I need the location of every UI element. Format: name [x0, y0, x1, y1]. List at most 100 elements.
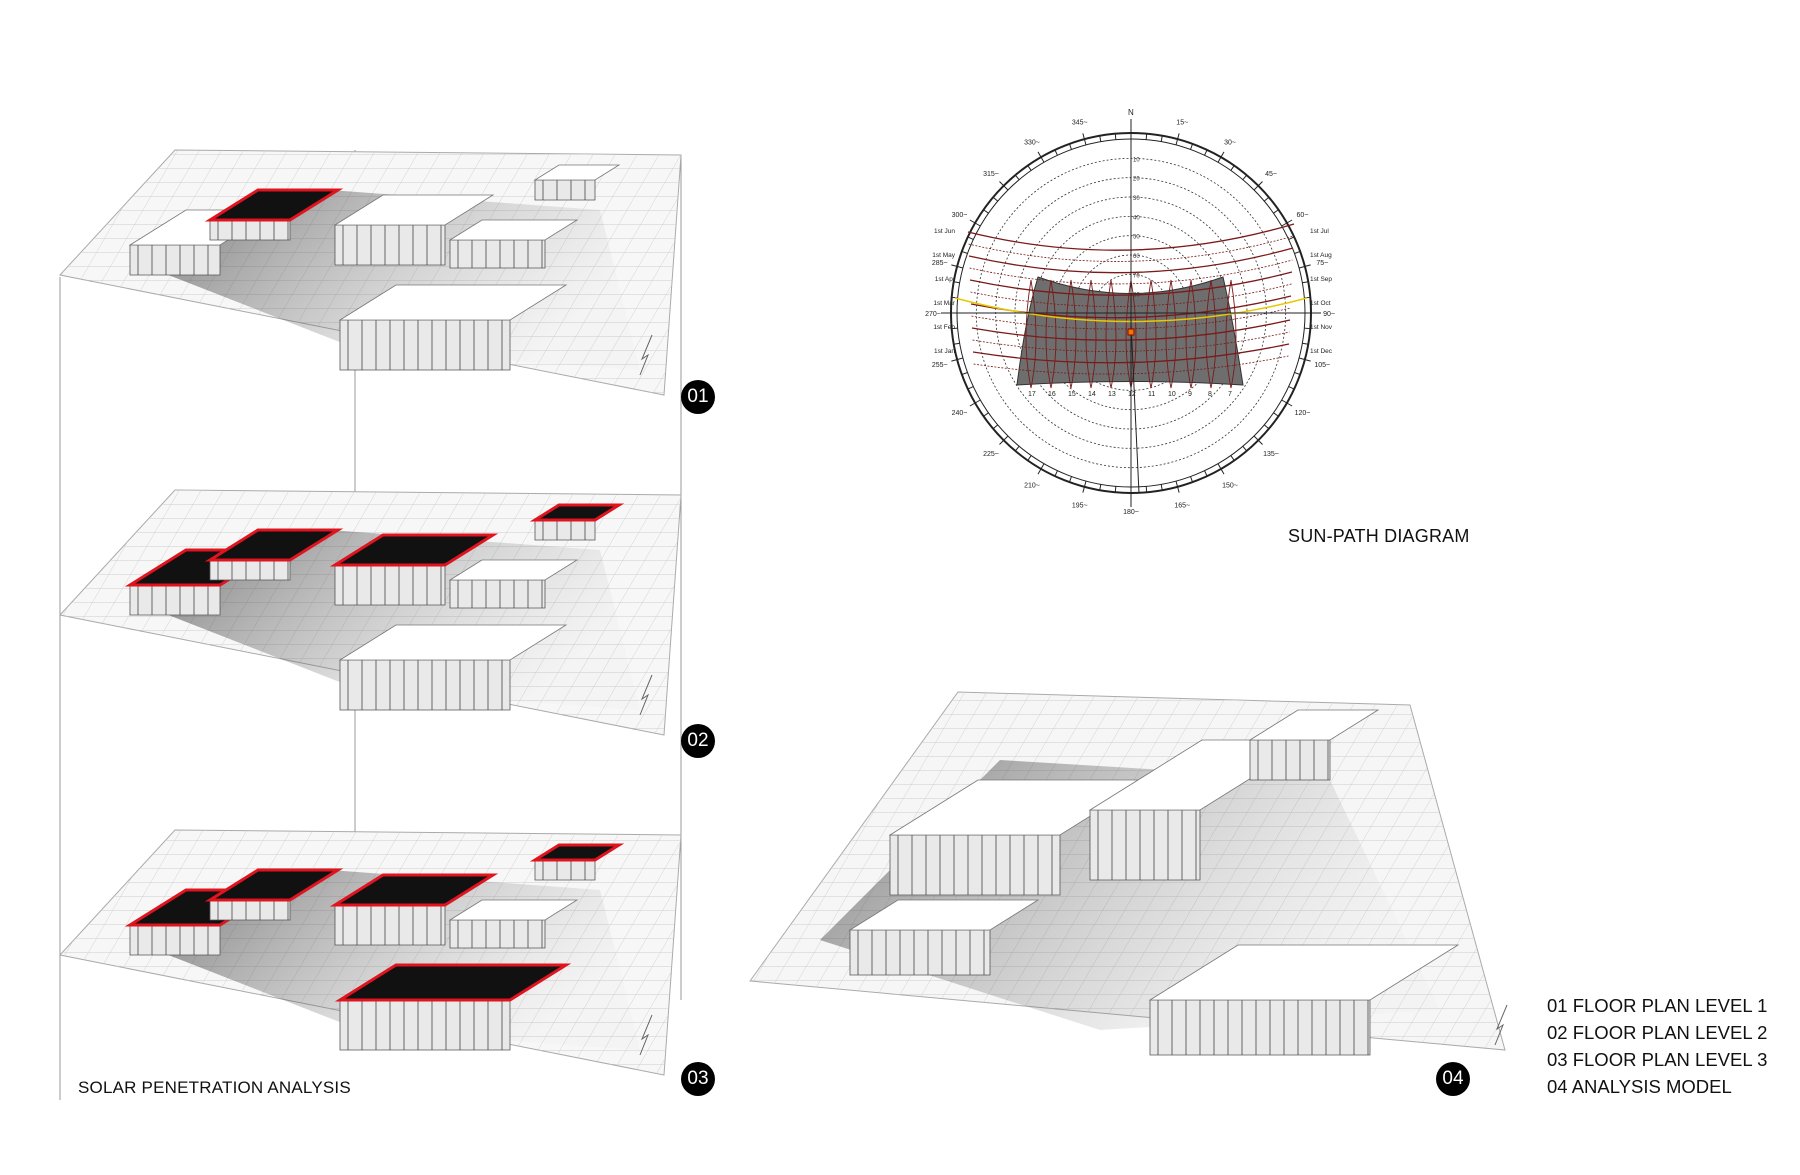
altitude-label: 70 [1133, 273, 1140, 279]
analysis-model [749, 691, 1508, 1056]
azimuth-tick [1160, 484, 1163, 491]
building-facade [334, 224, 446, 266]
building-facade [534, 179, 596, 201]
hour-label: 13 [1108, 391, 1116, 398]
azimuth-tick [999, 181, 1009, 191]
hour-loop [1045, 279, 1057, 389]
azimuth-tick [969, 399, 981, 407]
azimuth-label: 255~ [932, 362, 948, 369]
solar-analysis-title: SOLAR PENETRATION ANALYSIS [78, 1078, 351, 1097]
badge-01: 01 [681, 380, 715, 414]
north-label: N [1128, 108, 1134, 117]
azimuth-tick [951, 327, 958, 330]
azimuth-tick [1175, 133, 1180, 146]
building-facade [129, 924, 221, 956]
hour-label: 17 [1028, 391, 1036, 398]
building-facade [449, 239, 546, 269]
azimuth-label: 90~ [1323, 311, 1335, 318]
azimuth-tick [967, 236, 974, 240]
building-facade [339, 319, 511, 371]
azimuth-label: 345~ [1072, 120, 1088, 127]
azimuth-label: 75~ [1316, 260, 1328, 267]
shadow-vector [1130, 322, 1140, 494]
azimuth-label: 45~ [1265, 171, 1277, 178]
building-facade [334, 904, 446, 946]
building-facade [1149, 999, 1371, 1056]
azimuth-tick [1273, 209, 1279, 214]
date-label: 1st Jan [934, 348, 955, 355]
north-arrow-icon [639, 674, 653, 716]
badge-04: 04 [1436, 1062, 1470, 1096]
building-facade [889, 834, 1061, 896]
date-label: 1st Mar [933, 300, 956, 307]
building-facade [334, 564, 446, 606]
azimuth-label: 300~ [952, 212, 968, 219]
azimuth-tick [953, 342, 960, 345]
azimuth-label: 15~ [1176, 120, 1188, 127]
building-facade [209, 219, 291, 241]
highlighted-floor [529, 503, 625, 522]
building-facade [1249, 739, 1331, 781]
building-roof [1148, 944, 1460, 1001]
building-facade [339, 659, 511, 711]
date-label: 1st Sep [1310, 276, 1332, 283]
azimuth-tick [1288, 386, 1295, 390]
legend-item: 03 FLOOR PLAN LEVEL 3 [1547, 1049, 1768, 1070]
highlighted-floor [204, 868, 344, 902]
building-facade [339, 999, 511, 1051]
north-arrow-icon [639, 1014, 653, 1056]
hour-loop [1205, 279, 1217, 389]
date-line [968, 235, 1294, 262]
floor-level [59, 489, 682, 736]
date-label: 1st Jul [1310, 228, 1329, 235]
azimuth-tick [1082, 133, 1087, 146]
date-label: 1st May [932, 252, 956, 259]
azimuth-tick [1288, 236, 1295, 240]
building-facade [449, 919, 546, 949]
sun-path-title: SUN-PATH DIAGRAM [1288, 526, 1470, 546]
azimuth-tick [1190, 143, 1194, 150]
building-facade [209, 899, 291, 921]
date-label: 1st Oct [1310, 300, 1331, 307]
azimuth-label: 285~ [932, 260, 948, 267]
building-roof [338, 284, 568, 321]
sun-position-marker [1127, 328, 1135, 336]
azimuth-tick [1114, 486, 1117, 493]
azimuth-tick [1281, 399, 1293, 407]
date-label: 1st Nov [1310, 324, 1333, 331]
building-roof [448, 899, 579, 921]
azimuth-tick [1054, 470, 1058, 477]
azimuth-tick [1204, 149, 1208, 156]
hour-loop [1085, 279, 1097, 389]
building-facade [1089, 809, 1201, 881]
building-facade [849, 929, 991, 976]
azimuth-label: 210~ [1024, 482, 1040, 489]
azimuth-tick [983, 412, 989, 417]
azimuth-tick [951, 264, 964, 269]
hour-label: 15 [1068, 391, 1076, 398]
azimuth-tick [992, 424, 999, 430]
hour-label: 14 [1088, 391, 1096, 398]
building-facade [209, 559, 291, 581]
azimuth-tick [999, 435, 1009, 445]
legend-item: 01 FLOOR PLAN LEVEL 1 [1547, 995, 1768, 1016]
azimuth-tick [992, 196, 999, 202]
azimuth-tick [961, 372, 968, 376]
altitude-label: 30 [1133, 196, 1140, 202]
building-roof [338, 624, 568, 661]
hour-loop [1065, 279, 1077, 389]
highlighted-floor [204, 188, 344, 222]
azimuth-tick [1145, 133, 1148, 140]
building-facade [534, 859, 596, 881]
legend: 01 FLOOR PLAN LEVEL 1 02 FLOOR PLAN LEVE… [1547, 992, 1767, 1100]
building-roof [333, 194, 495, 226]
azimuth-tick [1230, 165, 1235, 171]
altitude-label: 50 [1133, 235, 1140, 241]
floor-level-stack [59, 149, 682, 1100]
date-label: 1st Apr [935, 276, 956, 283]
azimuth-tick [1273, 412, 1279, 417]
azimuth-label: 165~ [1174, 502, 1190, 509]
azimuth-tick [1263, 424, 1270, 430]
north-arrow-icon [1494, 1004, 1508, 1046]
azimuth-tick [967, 386, 974, 390]
